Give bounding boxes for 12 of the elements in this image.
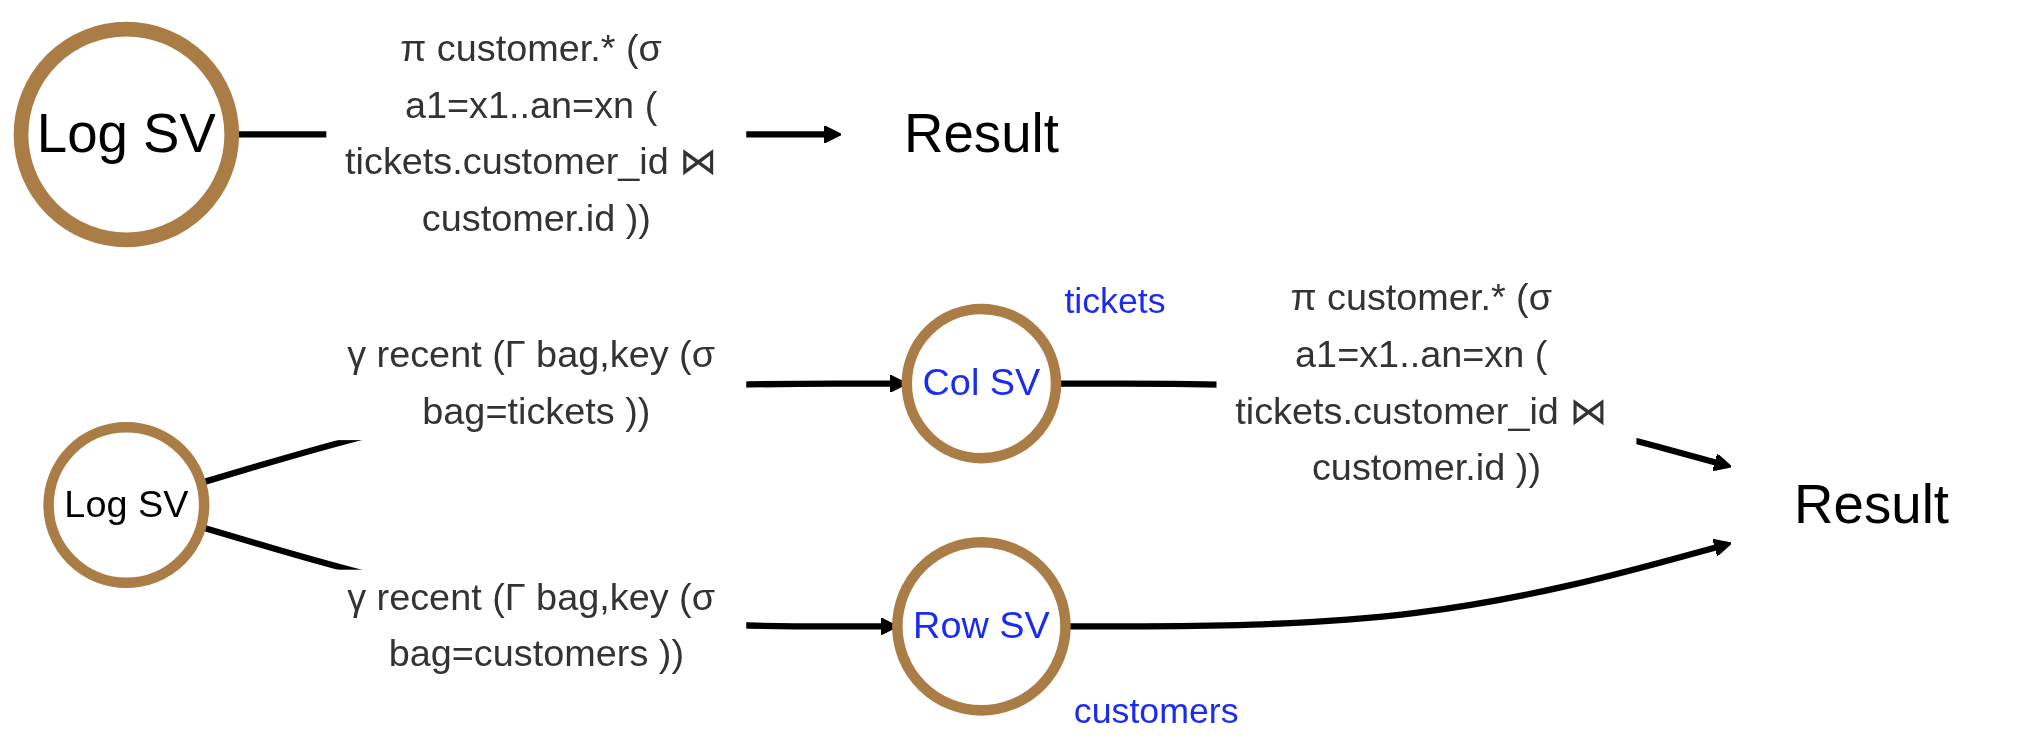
edge-label: γ recent (Γ bag,key (σ bag=tickets )) [347, 333, 716, 433]
node-caption: tickets [1064, 281, 1166, 322]
node-circle: Log SV [13, 22, 240, 248]
node-circle: Log SV [43, 422, 210, 589]
node-text: Result [1794, 472, 1949, 536]
node-circle: Row SV [892, 537, 1071, 716]
node-text: Result [903, 102, 1059, 166]
edge-label: π customer.* (σ a1=x1..an=xn ( tickets.customer_id ⋈ customer.id )) [345, 27, 718, 240]
node-caption: customers [1073, 691, 1239, 732]
node-circle: Col SV [901, 304, 1062, 464]
edge-label: γ recent (Γ bag,key (σ bag=customers )) [347, 576, 716, 675]
edge-label: π customer.* (σ a1=x1..an=xn ( tickets.customer_id ⋈ customer.id )) [1235, 276, 1608, 489]
